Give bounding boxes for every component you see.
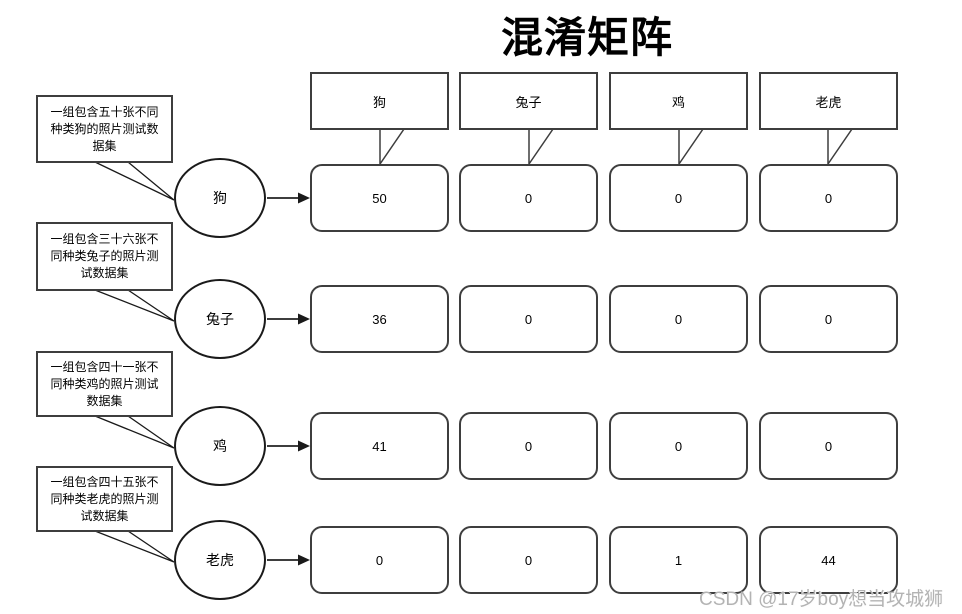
- header-callout-tail: [528, 128, 555, 167]
- note-callout-tail: [94, 289, 175, 322]
- arrowhead-icon: [298, 313, 310, 325]
- page-title: 混淆矩阵: [501, 14, 674, 61]
- header-callout-tail: [379, 128, 406, 167]
- matrix-cell-r1c3: 0: [609, 164, 748, 232]
- matrix-cell-r3c4: 0: [759, 412, 898, 480]
- arrow-connector-row-1: [267, 192, 310, 204]
- header-callout-tail: [827, 128, 854, 167]
- arrow-connector-row-4: [267, 554, 310, 566]
- note-box-tiger: 一组包含四十五张不同种类老虎的照片测试数据集: [36, 466, 173, 532]
- note-callout-tail: [94, 530, 175, 563]
- note-callout-tail: [94, 161, 175, 201]
- note-box-chicken: 一组包含四十一张不同种类鸡的照片测试数据集: [36, 351, 173, 417]
- matrix-cell-r1c2: 0: [459, 164, 598, 232]
- matrix-cell-r1c4: 0: [759, 164, 898, 232]
- column-header-rabbit: 兔子: [459, 72, 598, 130]
- matrix-cell-r3c3: 0: [609, 412, 748, 480]
- matrix-cell-r1c1: 50: [310, 164, 449, 232]
- matrix-cell-r2c1: 36: [310, 285, 449, 353]
- column-header-dog: 狗: [310, 72, 449, 130]
- matrix-cell-r2c2: 0: [459, 285, 598, 353]
- row-circle-dog: 狗: [174, 158, 266, 238]
- matrix-cell-r4c4: 44: [759, 526, 898, 594]
- arrowhead-icon: [298, 192, 310, 204]
- note-box-dog: 一组包含五十张不同种类狗的照片测试数据集: [36, 95, 173, 163]
- header-callout-tail: [678, 128, 705, 167]
- column-header-tiger: 老虎: [759, 72, 898, 130]
- column-header-chicken: 鸡: [609, 72, 748, 130]
- row-circle-tiger: 老虎: [174, 520, 266, 600]
- matrix-cell-r3c2: 0: [459, 412, 598, 480]
- arrowhead-icon: [298, 554, 310, 566]
- matrix-cell-r2c4: 0: [759, 285, 898, 353]
- arrowhead-icon: [298, 440, 310, 452]
- matrix-cell-r2c3: 0: [609, 285, 748, 353]
- matrix-cell-r4c3: 1: [609, 526, 748, 594]
- row-circle-rabbit: 兔子: [174, 279, 266, 359]
- arrow-connector-row-2: [267, 313, 310, 325]
- watermark: CSDN @17岁boy想当攻城狮: [699, 589, 944, 610]
- matrix-cell-r4c1: 0: [310, 526, 449, 594]
- row-circle-chicken: 鸡: [174, 406, 266, 486]
- arrow-connector-row-3: [267, 440, 310, 452]
- note-box-rabbit: 一组包含三十六张不同种类兔子的照片测试数据集: [36, 222, 173, 291]
- matrix-cell-r3c1: 41: [310, 412, 449, 480]
- matrix-cell-r4c2: 0: [459, 526, 598, 594]
- note-callout-tail: [94, 415, 175, 449]
